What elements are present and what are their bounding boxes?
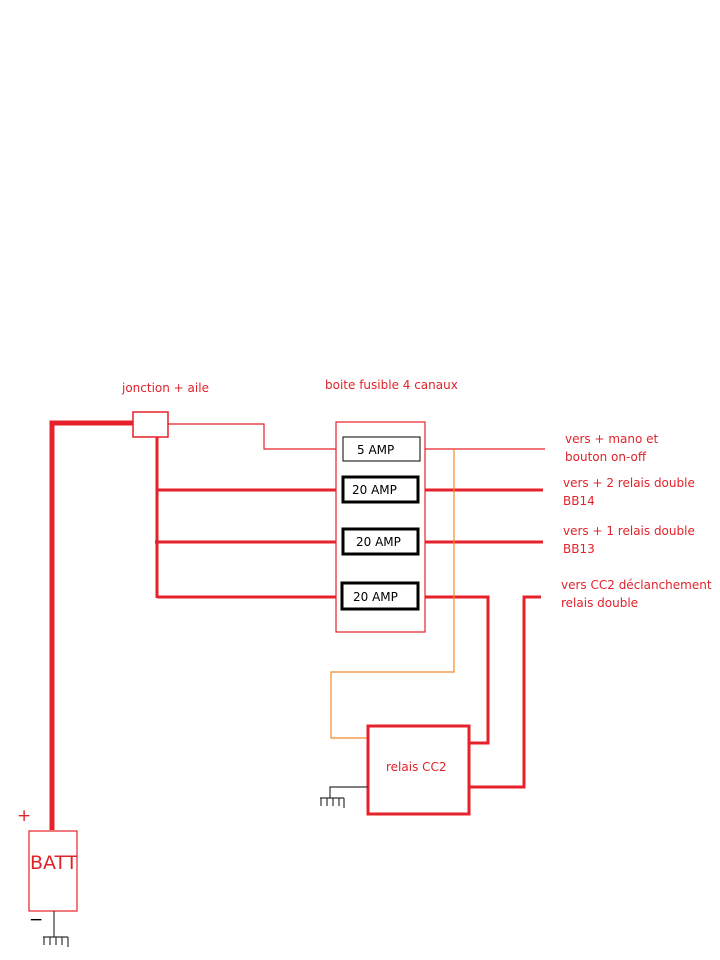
battery bbox=[28, 830, 78, 912]
output-4-line2: relais double bbox=[561, 596, 638, 610]
fuse-2 bbox=[341, 475, 420, 504]
fuse-4-rating: 20 AMP bbox=[353, 590, 398, 604]
wire-5a-feed bbox=[168, 423, 336, 450]
output-2-line1: vers + 2 relais double bbox=[563, 476, 695, 490]
battery-ground-icon bbox=[43, 936, 69, 947]
fuse-4 bbox=[340, 581, 420, 611]
relay-label: relais CC2 bbox=[386, 760, 447, 774]
battery-main-wire bbox=[49, 420, 134, 830]
output-3-line2: BB13 bbox=[563, 542, 595, 556]
battery-minus-sign: − bbox=[29, 910, 43, 930]
relay-ground-wire bbox=[329, 786, 368, 798]
signal-wire bbox=[330, 449, 455, 739]
wire-out-4 bbox=[425, 595, 490, 745]
battery-label: BATT bbox=[30, 852, 78, 874]
output-1-line2: bouton on-off bbox=[565, 450, 647, 464]
output-2-line2: BB14 bbox=[563, 494, 595, 508]
fuse-2-rating: 20 AMP bbox=[352, 483, 397, 497]
fuse-1-rating: 5 AMP bbox=[357, 443, 394, 457]
fuse-box-label: boite fusible 4 canaux bbox=[325, 378, 458, 392]
relay-cc2 bbox=[366, 724, 471, 816]
battery-plus-sign: + bbox=[17, 806, 31, 826]
fuse-3 bbox=[341, 527, 420, 556]
fuse-3-rating: 20 AMP bbox=[356, 535, 401, 549]
output-1-line1: vers + mano et bbox=[565, 432, 659, 446]
wire-relay-out bbox=[469, 595, 541, 789]
relay-ground-icon bbox=[320, 797, 345, 808]
output-3-line1: vers + 1 relais double bbox=[563, 524, 695, 538]
output-4-line1: vers CC2 déclanchement bbox=[561, 578, 712, 592]
fuse-1 bbox=[342, 436, 421, 462]
junction-label: jonction + aile bbox=[121, 381, 209, 395]
junction-box bbox=[132, 411, 169, 438]
